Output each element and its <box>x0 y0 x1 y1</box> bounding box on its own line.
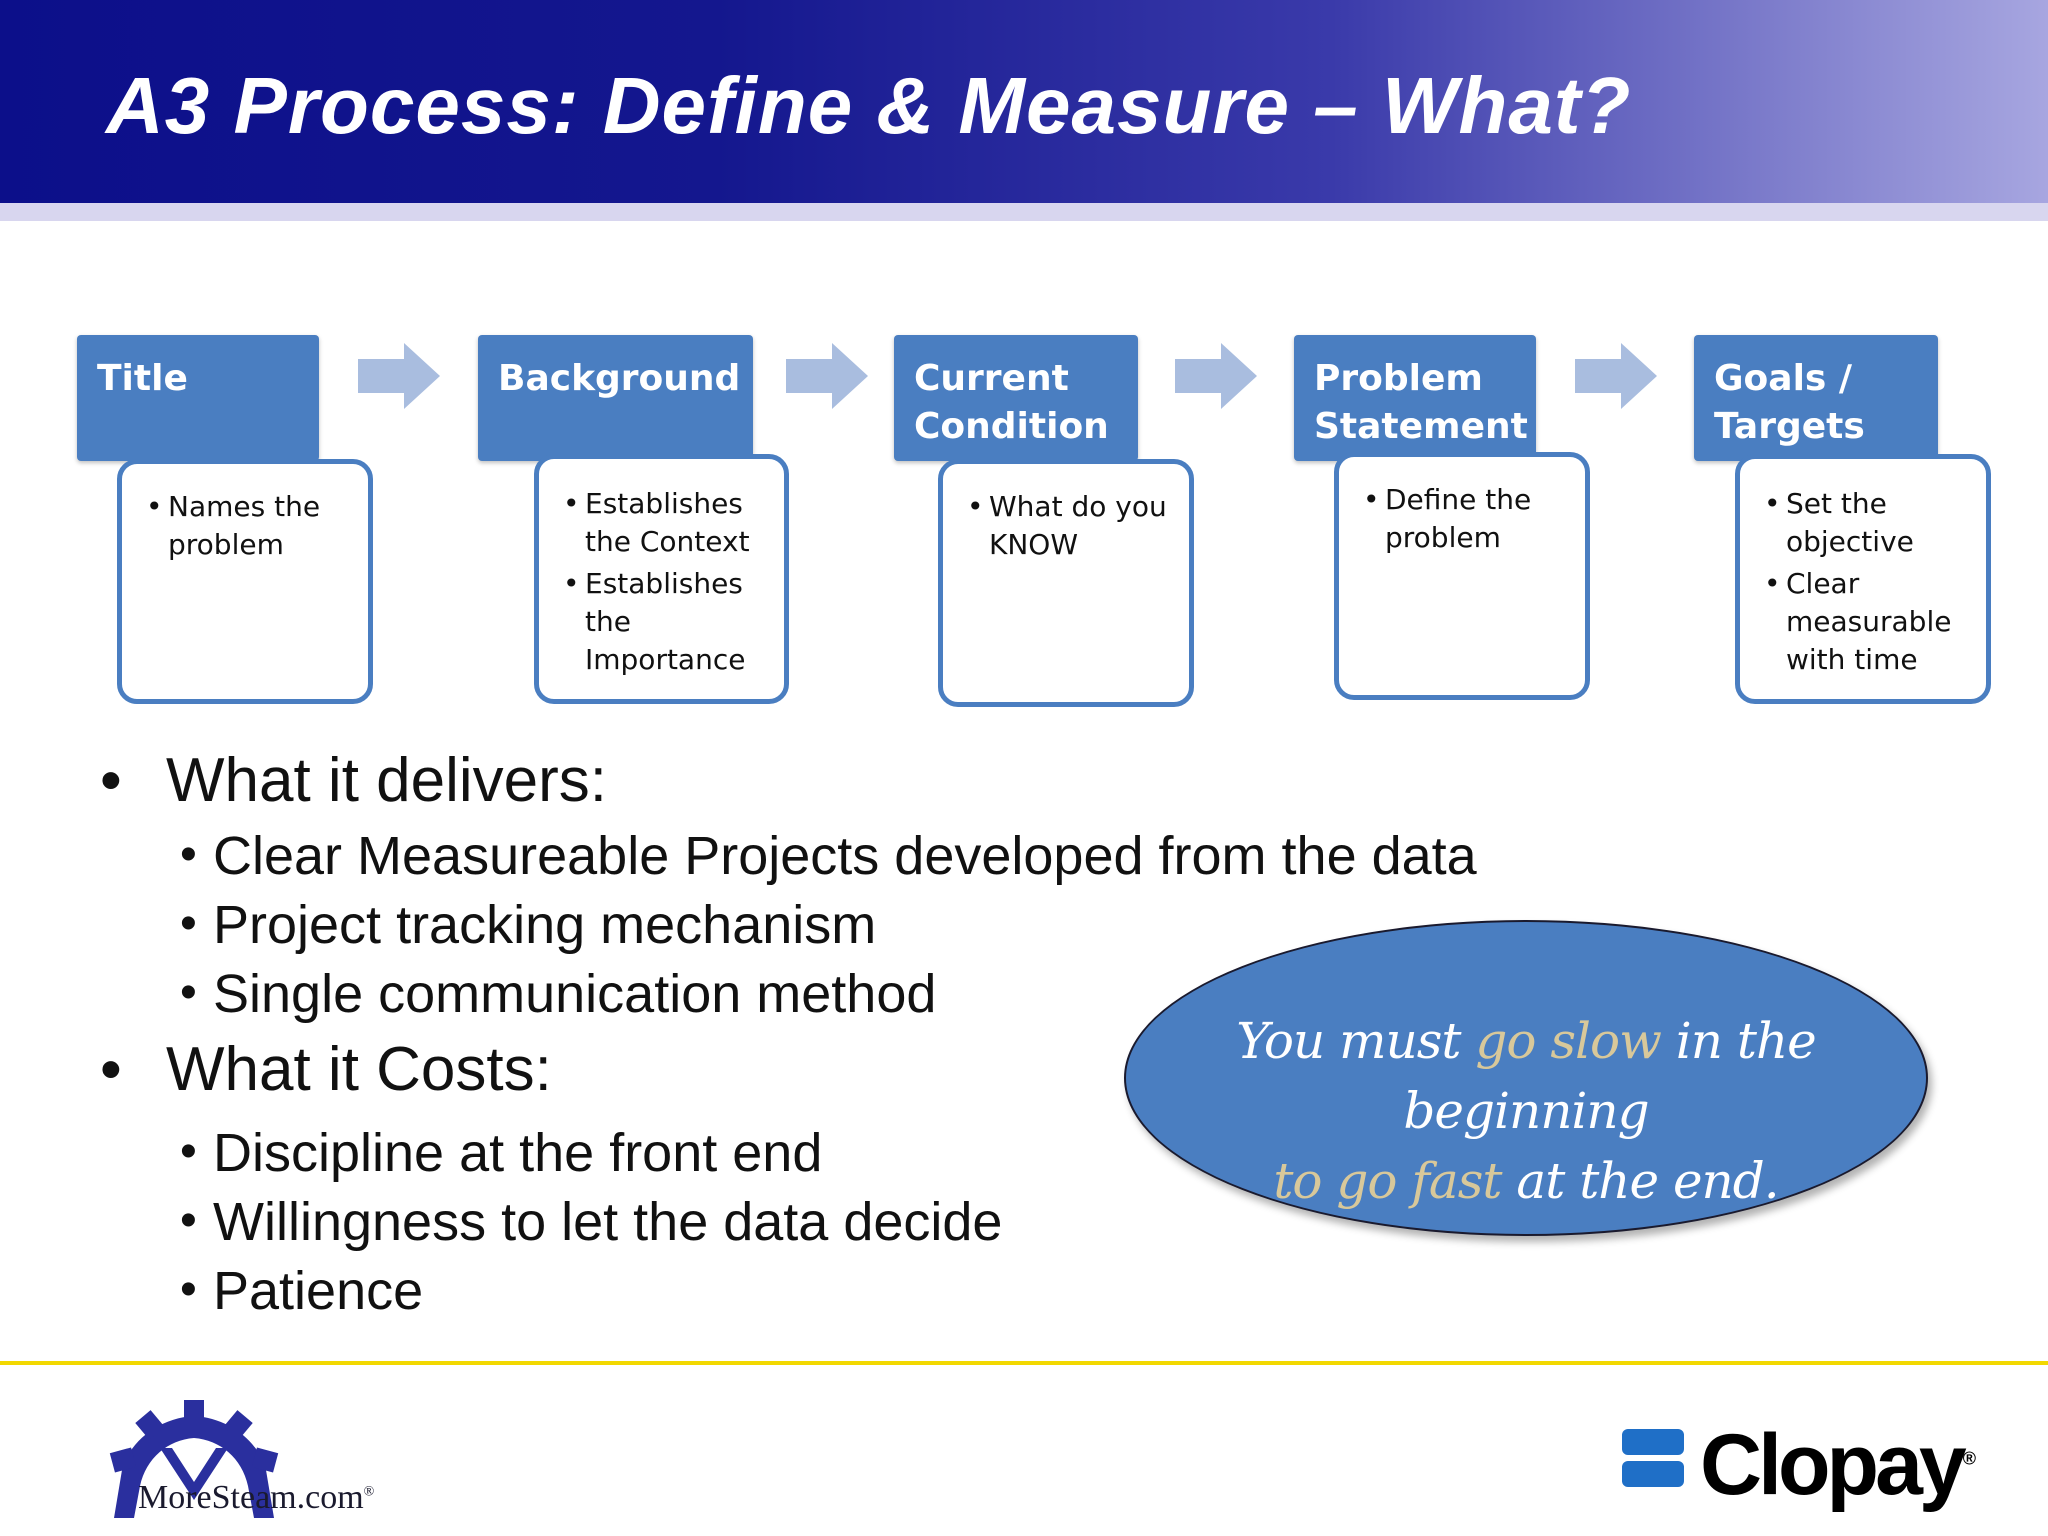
quote-ellipse <box>1124 920 1928 1236</box>
slide-title: A3 Process: Define & Measure – What? <box>106 61 1632 150</box>
step-goals-targets-head-line: Targets <box>1714 406 1865 447</box>
step-background-bullet: Establishes the Context <box>563 485 774 561</box>
delivers-heading: •What it delivers: <box>100 746 608 815</box>
delivers-item: •Single communication method <box>180 964 937 1024</box>
arrow-right-icon <box>1575 343 1657 409</box>
step-background-header: Background <box>478 335 753 461</box>
quote-text: You must go slow in the beginning to go … <box>1124 1006 1928 1216</box>
step-problem-statement-header: Problem Statement <box>1294 335 1536 461</box>
step-goals-targets-bullet: Clear measurable with time <box>1764 565 1976 679</box>
step-background-box: Establishes the Context Establishes the … <box>534 454 789 704</box>
step-problem-statement-bullet: Define the problem <box>1363 481 1575 557</box>
main-bullet-list: •What it delivers: •Clear Measureable Pr… <box>100 748 1477 1326</box>
step-background-bullet: Establishes the Importance <box>563 565 774 679</box>
step-problem-statement-head-line: Statement <box>1314 406 1528 447</box>
quote-part: in the beginning <box>1403 1012 1816 1140</box>
clopay-logo-icon <box>1622 1429 1684 1487</box>
step-title-box: Names the problem <box>117 459 373 704</box>
step-title-bullet: Names the problem <box>146 488 358 564</box>
arrow-right-icon <box>358 343 440 409</box>
costs-item: •Willingness to let the data decide <box>180 1192 1003 1252</box>
delivers-item: •Project tracking mechanism <box>180 895 877 955</box>
delivers-item: •Clear Measureable Projects developed fr… <box>180 826 1477 886</box>
step-current-condition-box: What do you KNOW <box>938 459 1194 707</box>
costs-item: •Patience <box>180 1261 424 1321</box>
step-goals-targets-head-line: Goals / <box>1714 358 1853 399</box>
costs-item: •Discipline at the front end <box>180 1123 823 1183</box>
step-problem-statement-box: Define the problem <box>1334 452 1590 700</box>
step-current-condition-bullet: What do you KNOW <box>967 488 1179 564</box>
step-title-head-line: Title <box>97 358 188 399</box>
quote-part: at the end. <box>1501 1152 1779 1210</box>
step-current-condition-head-line: Condition <box>914 406 1109 447</box>
step-title-header: Title <box>77 335 319 461</box>
step-current-condition-head-line: Current <box>914 358 1069 399</box>
step-goals-targets-header: Goals / Targets <box>1694 335 1938 461</box>
slide-header <box>0 0 2048 203</box>
quote-part: You must <box>1236 1012 1476 1070</box>
step-goals-targets-box: Set the objective Clear measurable with … <box>1735 454 1991 704</box>
clopay-logo-text: Clopay® <box>1700 1417 1976 1513</box>
step-background-head-line: Background <box>498 358 741 399</box>
quote-highlight: go slow <box>1475 1012 1662 1070</box>
header-stripe <box>0 203 2048 221</box>
quote-highlight: to go fast <box>1273 1152 1502 1210</box>
footer-divider <box>0 1361 2048 1365</box>
step-goals-targets-bullet: Set the objective <box>1764 485 1976 561</box>
arrow-right-icon <box>1175 343 1257 409</box>
costs-heading: •What it Costs: <box>100 1035 552 1104</box>
step-current-condition-header: Current Condition <box>894 335 1138 461</box>
moresteam-logo-text: MoreSteam.com® <box>138 1479 375 1516</box>
moresteam-gear-logo-icon <box>109 1400 279 1518</box>
step-problem-statement-head-line: Problem <box>1314 358 1483 399</box>
arrow-right-icon <box>786 343 868 409</box>
